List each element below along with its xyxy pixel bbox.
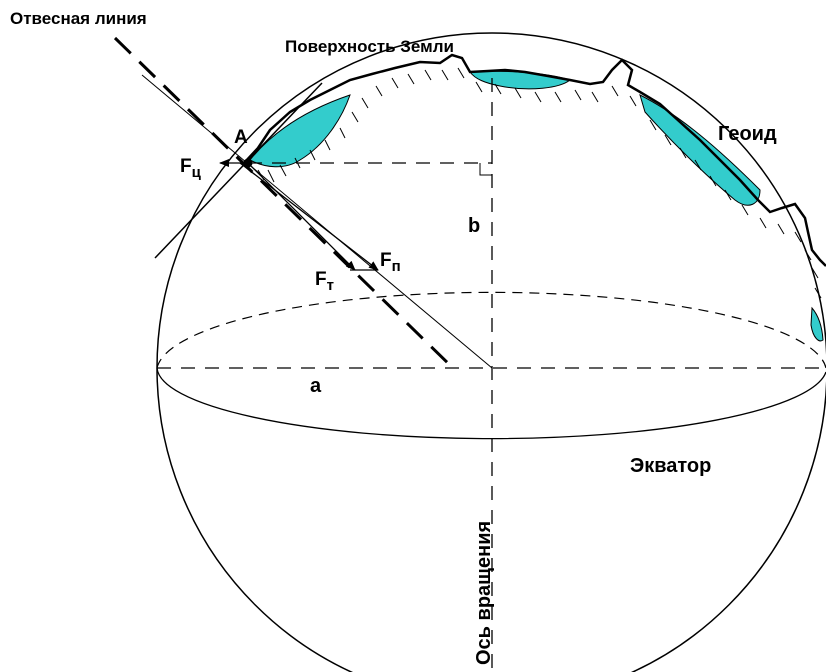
earth-surface-label: Поверхность Земли (285, 37, 454, 56)
semi-major-axis-label: a (310, 375, 322, 397)
point-a-label: A (234, 127, 248, 148)
water-region-left (249, 94, 351, 168)
water-region-right-1 (639, 94, 761, 206)
centrifugal-force-label: Fц (180, 156, 202, 181)
normal-to-center-line (141, 74, 493, 369)
water-regions (249, 70, 824, 342)
gravity-force-arrow (247, 162, 356, 271)
water-region-right-2 (810, 306, 824, 342)
rotation-axis-label: Ось вращения (473, 521, 495, 665)
tangent-line (154, 82, 323, 259)
earth-surface-line (244, 53, 826, 267)
plumb-line-label: Отвесная линия (10, 9, 147, 28)
resultant-force-label: Fп (380, 250, 401, 275)
gravity-force-label: Fт (315, 269, 334, 294)
equator-label: Экватор (630, 455, 711, 477)
geoid-label: Геоид (718, 123, 777, 145)
resultant-force-arrow (239, 162, 379, 271)
equator-front (156, 367, 826, 440)
surface-hatching (257, 67, 822, 299)
semi-minor-axis-label: b (468, 215, 480, 237)
plumb-line (113, 36, 455, 370)
right-angle-mark (479, 163, 492, 176)
water-region-top (469, 70, 572, 90)
equator-back (156, 291, 826, 369)
